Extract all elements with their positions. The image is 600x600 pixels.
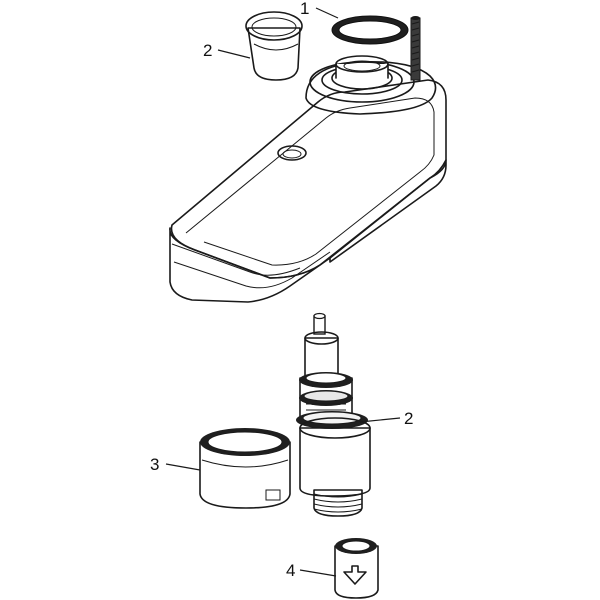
- spout-body: [169, 55, 447, 303]
- part-4-check-valve: [334, 538, 379, 599]
- leader-lines: [165, 7, 401, 577]
- callout-3: 3: [150, 455, 159, 474]
- leader-3: [165, 463, 201, 471]
- part-3-collar: [199, 428, 291, 509]
- leader-1: [315, 7, 339, 19]
- callout-2-cap: 2: [203, 41, 212, 60]
- leader-4: [299, 569, 337, 577]
- leader-2-bottom: [359, 417, 401, 423]
- part-2-cartridge: [296, 312, 371, 517]
- part-1-o-ring: [331, 15, 409, 45]
- callout-2-cartridge: 2: [404, 409, 413, 428]
- part-2-cap: [245, 11, 303, 81]
- threaded-stud: [410, 16, 421, 81]
- callout-4: 4: [286, 561, 295, 580]
- leader-2-top: [217, 49, 251, 59]
- callout-1: 1: [300, 0, 309, 18]
